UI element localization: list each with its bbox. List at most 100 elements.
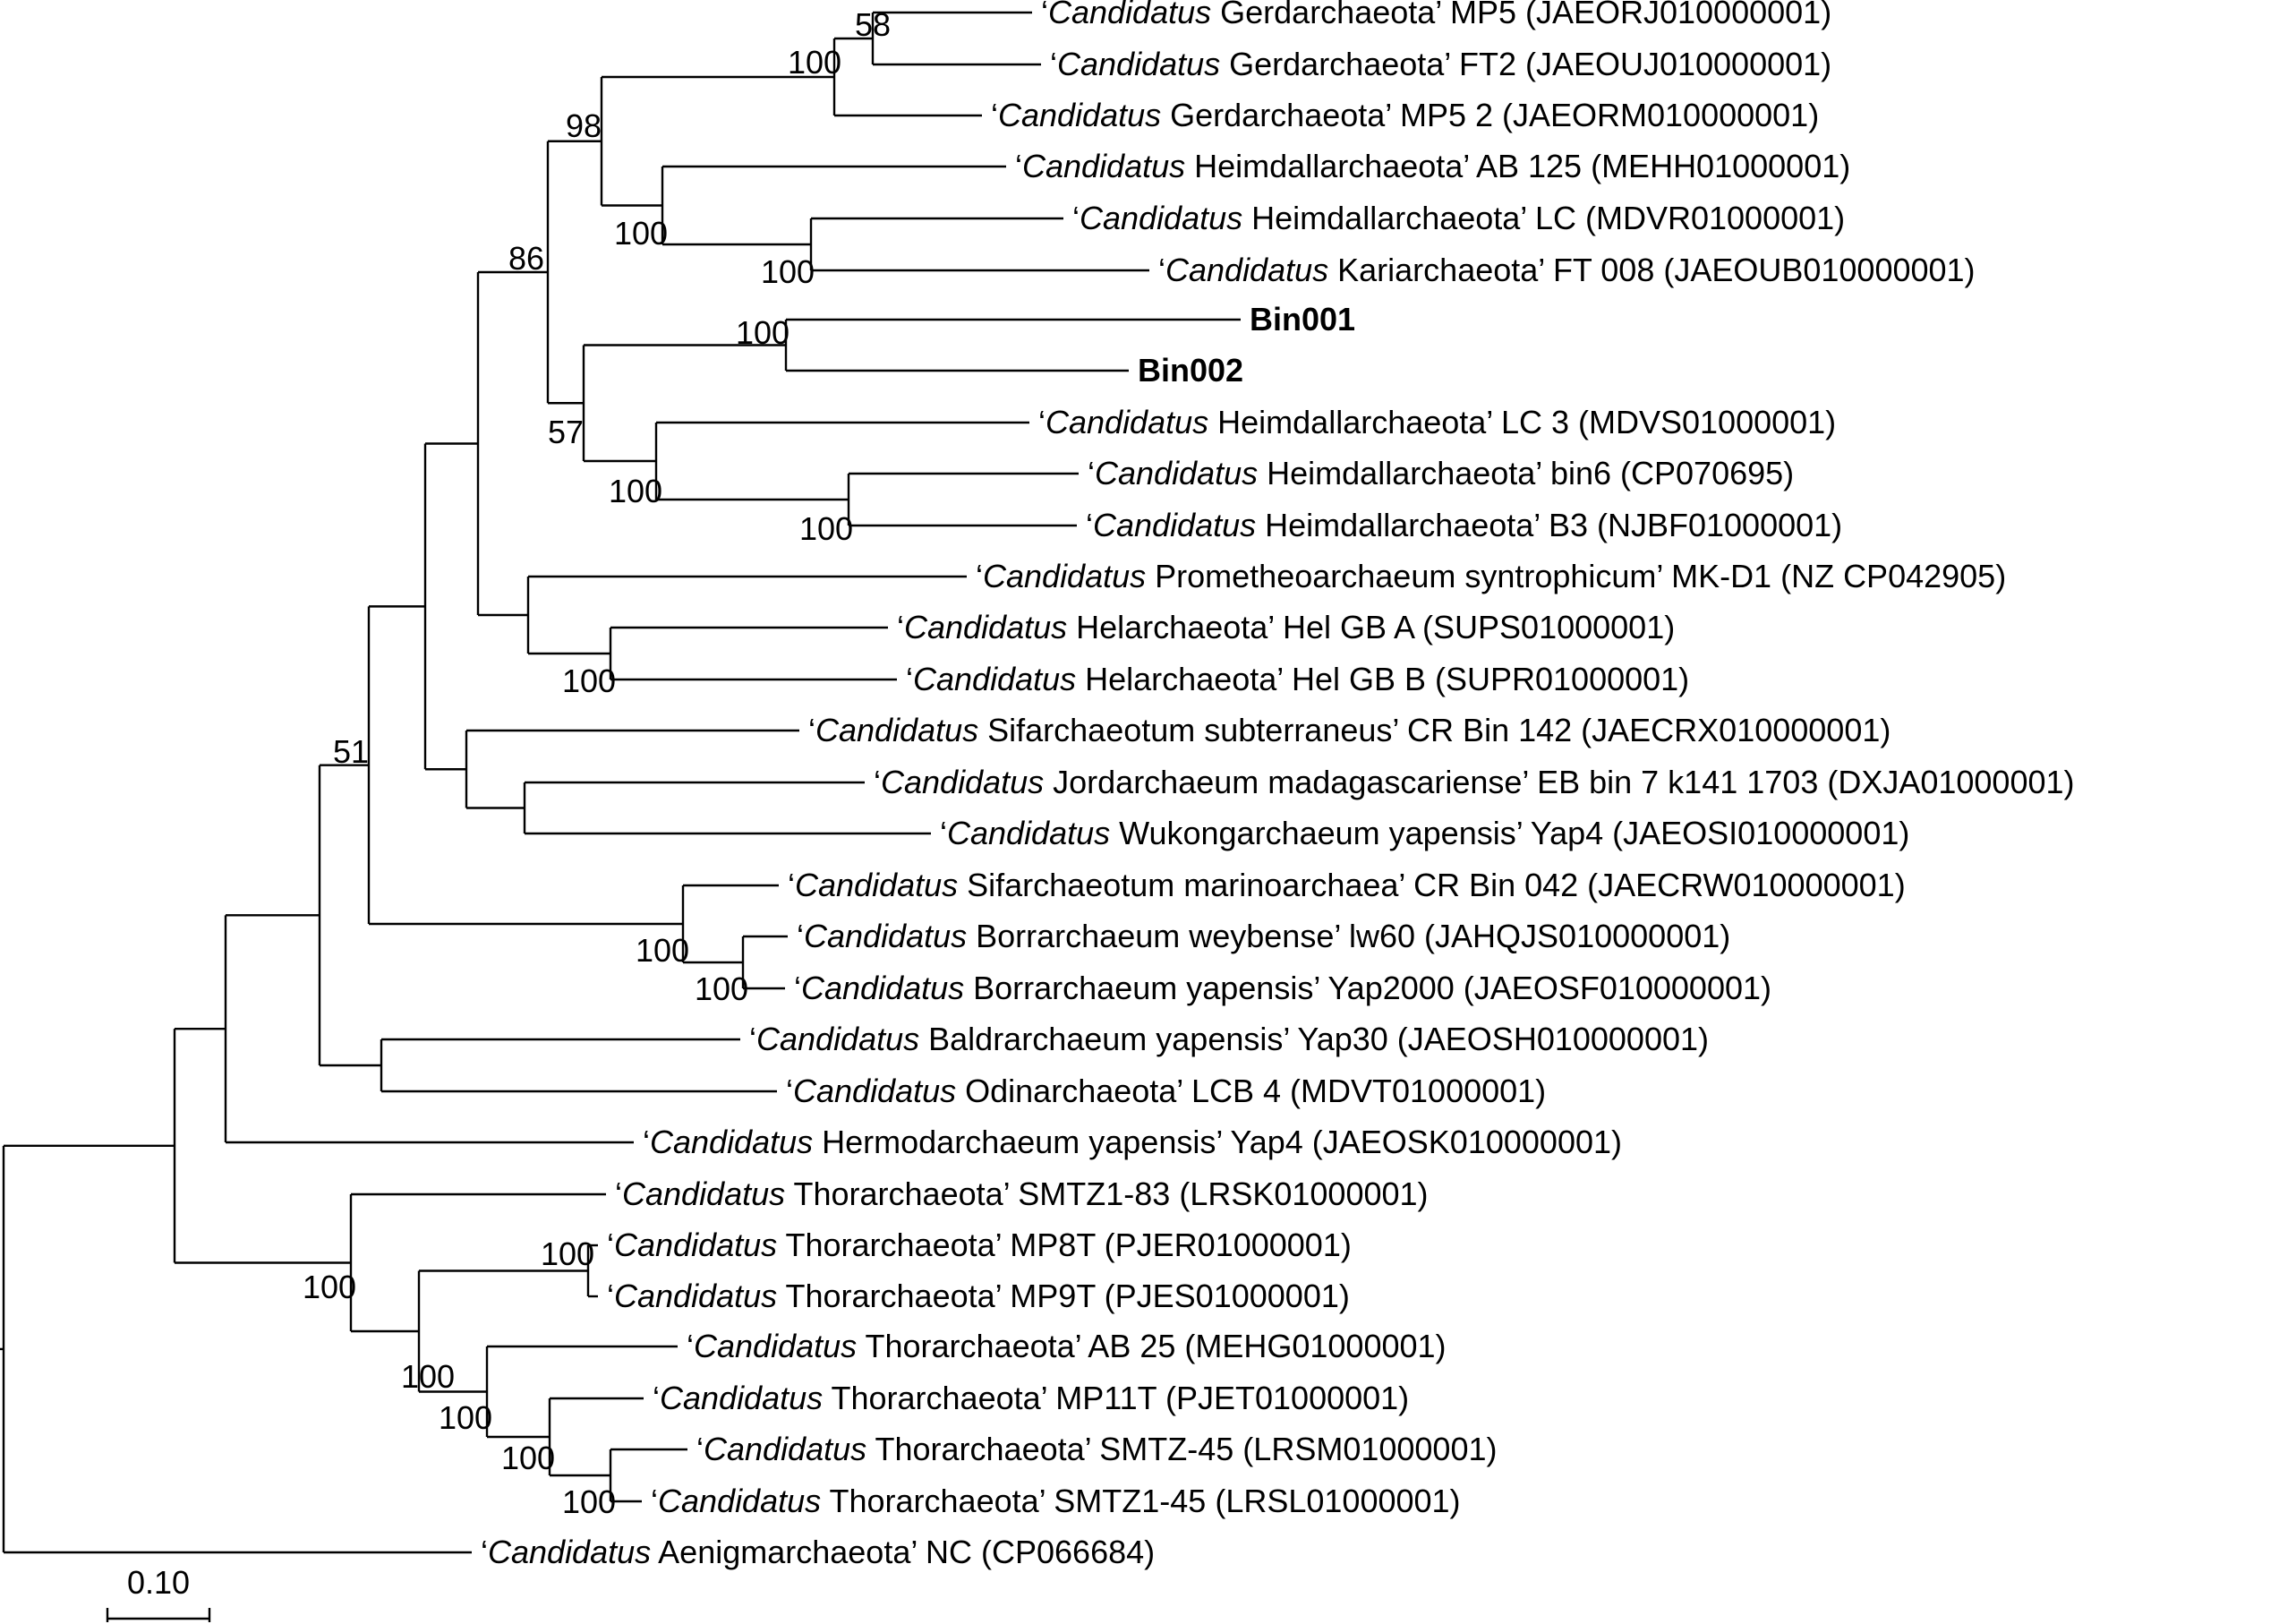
leaf-label: ‘Candidatus Thorarchaeota’ SMTZ1-83 (LRS… — [615, 1175, 1429, 1212]
leaf-label: ‘Candidatus Prometheoarchaeum syntrophic… — [976, 558, 2006, 594]
bootstrap-value: 100 — [761, 253, 815, 290]
leaf-label-genus: Candidatus — [658, 1483, 821, 1519]
leaf-label-genus: Candidatus — [1095, 455, 1258, 491]
leaf-label-rest: Odinarchaeota’ LCB 4 (MDVT01000001) — [956, 1073, 1546, 1109]
bootstrap-value: 100 — [501, 1440, 555, 1476]
leaf-label: ‘Candidatus Kariarchaeota’ FT 008 (JAEOU… — [1158, 252, 1976, 288]
leaf-label-quote: ‘ — [874, 764, 881, 800]
leaf-label: ‘Candidatus Borrarchaeum yapensis’ Yap20… — [794, 970, 1771, 1006]
leaf-labels: ‘Candidatus Gerdarchaeota’ MP5 (JAEORJ01… — [481, 0, 2075, 1570]
leaf-label-quote: ‘ — [797, 918, 804, 954]
bootstrap-support-labels: 5810098100100100571001008610010010051100… — [303, 6, 891, 1520]
bootstrap-value: 100 — [614, 215, 668, 252]
bootstrap-value: 100 — [562, 1483, 616, 1520]
leaf-label-quote: ‘ — [794, 970, 801, 1006]
leaf-label-rest: Sifarchaeotum marinoarchaea’ CR Bin 042 … — [958, 867, 1906, 903]
leaf-label-genus: Candidatus — [704, 1431, 866, 1467]
leaf-label-genus: Candidatus — [913, 661, 1076, 697]
leaf-label-rest: Prometheoarchaeum syntrophicum’ MK-D1 (N… — [1146, 558, 2006, 594]
leaf-label: ‘Candidatus Thorarchaeota’ MP11T (PJET01… — [653, 1380, 1409, 1416]
leaf-label-quote: ‘ — [607, 1278, 614, 1314]
leaf-label-rest: Heimdallarchaeota’ LC 3 (MDVS01000001) — [1208, 404, 1836, 440]
leaf-label-genus: Candidatus — [622, 1175, 785, 1212]
leaf-label-genus: Candidatus — [983, 558, 1146, 594]
leaf-label-quote: ‘ — [607, 1227, 614, 1263]
leaf-label-rest: Borrarchaeum weybense’ lw60 (JAHQJS01000… — [967, 918, 1730, 954]
leaf-label-genus: Candidatus — [947, 815, 1110, 851]
bootstrap-value: 100 — [695, 970, 748, 1007]
bootstrap-value: 100 — [541, 1235, 594, 1272]
leaf-label: ‘Candidatus Thorarchaeota’ MP9T (PJES010… — [607, 1278, 1350, 1314]
leaf-label-highlighted: Bin002 — [1138, 352, 1243, 389]
leaf-label-rest: Helarchaeota’ Hel GB B (SUPR01000001) — [1076, 661, 1689, 697]
leaf-label-rest: Sifarchaeotum subterraneus’ CR Bin 142 (… — [978, 712, 1891, 748]
leaf-label-quote: ‘ — [687, 1328, 694, 1364]
leaf-label: ‘Candidatus Thorarchaeota’ AB 25 (MEHG01… — [687, 1328, 1447, 1364]
leaf-label-genus: Candidatus — [1093, 507, 1256, 543]
leaf-label-genus: Candidatus — [650, 1124, 813, 1160]
bootstrap-value: 100 — [788, 44, 841, 81]
leaf-label-genus: Candidatus — [1057, 46, 1220, 82]
bootstrap-value: 100 — [562, 662, 616, 699]
leaf-label-quote: ‘ — [1038, 404, 1046, 440]
leaf-label-quote: ‘ — [940, 815, 947, 851]
leaf-label: ‘Candidatus Thorarchaeota’ SMTZ-45 (LRSM… — [696, 1431, 1497, 1467]
bootstrap-value: 100 — [401, 1358, 455, 1395]
bootstrap-value: 100 — [609, 473, 662, 509]
bootstrap-value: 100 — [799, 510, 853, 547]
bootstrap-value: 58 — [855, 6, 891, 43]
leaf-label: ‘Candidatus Heimdallarchaeota’ AB 125 (M… — [1015, 148, 1850, 184]
leaf-label: ‘Candidatus Heimdallarchaeota’ B3 (NJBF0… — [1086, 507, 1842, 543]
leaf-label: ‘Candidatus Jordarchaeum madagascariense… — [874, 764, 2075, 800]
leaf-label-quote: ‘ — [1158, 252, 1165, 288]
leaf-label-quote: ‘ — [808, 712, 815, 748]
leaf-label-genus: Candidatus — [1022, 148, 1185, 184]
leaf-label: ‘Candidatus Heimdallarchaeota’ bin6 (CP0… — [1088, 455, 1794, 491]
leaf-label-rest: Jordarchaeum madagascariense’ EB bin 7 k… — [1044, 764, 2074, 800]
leaf-label-rest: Thorarchaeota’ AB 25 (MEHG01000001) — [857, 1328, 1446, 1364]
leaf-label-quote: ‘ — [1050, 46, 1057, 82]
leaf-label-genus: Candidatus — [793, 1073, 956, 1109]
leaf-label-rest: Gerdarchaeota’ MP5 (JAEORJ010000001) — [1211, 0, 1831, 30]
leaf-label-genus: Candidatus — [815, 712, 978, 748]
leaf-label-quote: ‘ — [788, 867, 795, 903]
leaf-label-genus: Candidatus — [1080, 200, 1242, 236]
bootstrap-value: 100 — [736, 314, 790, 351]
leaf-label-quote: ‘ — [696, 1431, 704, 1467]
leaf-label-genus: Candidatus — [756, 1021, 919, 1057]
leaf-label: ‘Candidatus Sifarchaeotum subterraneus’ … — [808, 712, 1891, 748]
leaf-label: ‘Candidatus Odinarchaeota’ LCB 4 (MDVT01… — [786, 1073, 1546, 1109]
leaf-label-rest: Thorarchaeota’ SMTZ-45 (LRSM01000001) — [866, 1431, 1497, 1467]
leaf-label-quote: ‘ — [749, 1021, 756, 1057]
leaf-label-genus: Candidatus — [804, 918, 967, 954]
leaf-label: ‘Candidatus Heimdallarchaeota’ LC (MDVR0… — [1072, 200, 1845, 236]
leaf-label-rest: Thorarchaeota’ SMTZ1-83 (LRSK01000001) — [785, 1175, 1428, 1212]
leaf-label-quote: ‘ — [976, 558, 983, 594]
leaf-label: ‘Candidatus Thorarchaeota’ SMTZ1-45 (LRS… — [651, 1483, 1461, 1519]
leaf-label-quote: ‘ — [651, 1483, 658, 1519]
leaf-label: ‘Candidatus Helarchaeota’ Hel GB B (SUPR… — [906, 661, 1689, 697]
leaf-label-genus: Candidatus — [488, 1534, 651, 1570]
leaf-label-genus: Candidatus — [998, 97, 1161, 133]
leaf-label-quote: ‘ — [1072, 200, 1080, 236]
leaf-label-quote: ‘ — [906, 661, 913, 697]
leaf-label-quote: ‘ — [653, 1380, 660, 1416]
leaf-label: ‘Candidatus Heimdallarchaeota’ LC 3 (MDV… — [1038, 404, 1836, 440]
leaf-label: ‘Candidatus Gerdarchaeota’ FT2 (JAEOUJ01… — [1050, 46, 1831, 82]
leaf-label-genus: Candidatus — [694, 1328, 857, 1364]
leaf-label-rest: Thorarchaeota’ MP9T (PJES01000001) — [777, 1278, 1350, 1314]
bootstrap-value: 51 — [333, 733, 369, 770]
leaf-label-quote: ‘ — [786, 1073, 793, 1109]
bootstrap-value: 57 — [548, 414, 584, 450]
leaf-label-rest: Thorarchaeota’ MP11T (PJET01000001) — [823, 1380, 1409, 1416]
leaf-label-highlighted: Bin001 — [1250, 301, 1355, 338]
leaf-label-genus: Candidatus — [881, 764, 1044, 800]
leaf-label-rest: Heimdallarchaeota’ bin6 (CP070695) — [1258, 455, 1794, 491]
leaf-label: ‘Candidatus Borrarchaeum weybense’ lw60 … — [797, 918, 1730, 954]
leaf-label-genus: Candidatus — [660, 1380, 823, 1416]
leaf-label-rest: Aenigmarchaeota’ NC (CP066684) — [651, 1534, 1155, 1570]
leaf-label-genus: Candidatus — [1046, 404, 1208, 440]
leaf-label-rest: Baldrarchaeum yapensis’ Yap30 (JAEOSH010… — [919, 1021, 1709, 1057]
leaf-label: ‘Candidatus Thorarchaeota’ MP8T (PJER010… — [607, 1227, 1352, 1263]
